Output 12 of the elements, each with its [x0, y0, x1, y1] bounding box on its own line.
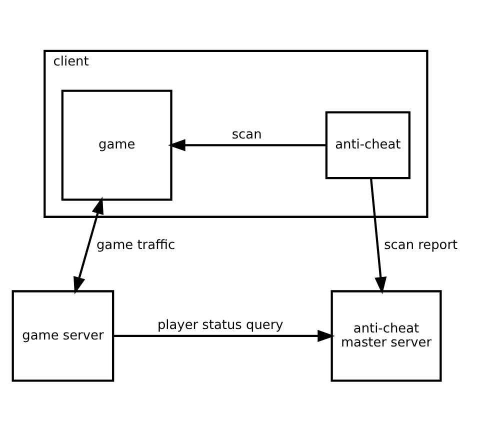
arrow: [370, 178, 387, 294]
node-box: game server: [12, 290, 114, 382]
edge-label: scan: [232, 126, 262, 142]
arrow: [113, 329, 335, 342]
node-box: anti-cheat: [325, 110, 410, 179]
arrow: [168, 138, 326, 151]
node-box: anti-cheat master server: [330, 290, 442, 382]
node-box: game: [61, 89, 172, 200]
edge-label: scan report: [384, 237, 458, 252]
edge-label: game traffic: [96, 237, 176, 252]
arrow: [74, 196, 104, 294]
edge-label: player status query: [157, 318, 284, 333]
